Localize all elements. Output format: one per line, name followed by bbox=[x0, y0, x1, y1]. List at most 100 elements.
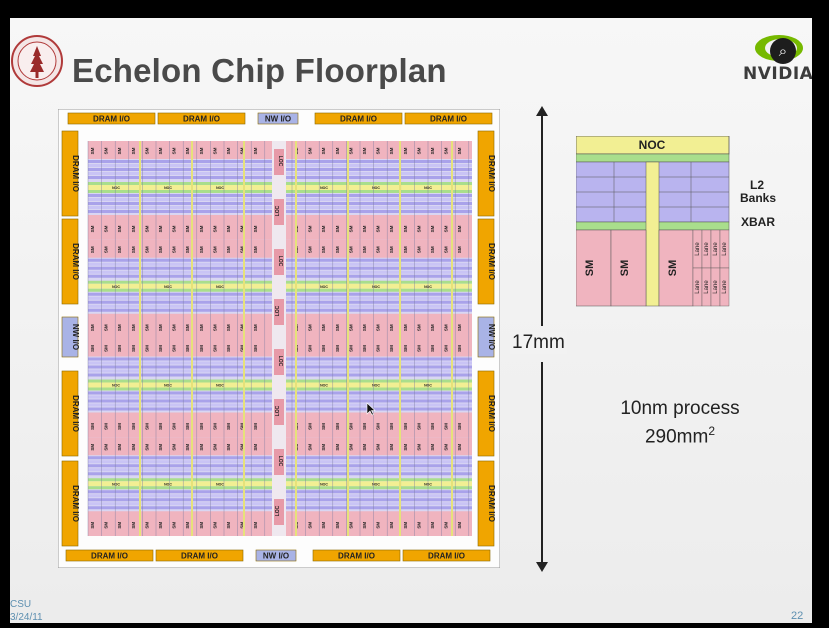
sm-label: SM bbox=[362, 444, 367, 451]
sm-label: SM bbox=[104, 147, 109, 154]
dram-io-block bbox=[61, 218, 79, 305]
sm-label: SM bbox=[226, 345, 231, 352]
loc-label: LOC bbox=[277, 256, 283, 267]
lane-label: Lane bbox=[713, 280, 719, 294]
sm-label: SM bbox=[158, 423, 163, 430]
sm-label: SM bbox=[430, 225, 435, 232]
sm-label: SM bbox=[457, 225, 462, 232]
sm-label: SM bbox=[348, 324, 353, 331]
io-label: DRAM I/O bbox=[340, 115, 377, 124]
zoom-icon[interactable]: ⌕ bbox=[770, 38, 796, 64]
sm-label: SM bbox=[144, 246, 149, 253]
sm-label: SM bbox=[389, 444, 394, 451]
sm-label: SM bbox=[444, 147, 449, 154]
footer-org: CSU bbox=[10, 599, 32, 610]
sm-label: SM bbox=[335, 147, 340, 154]
sm-label: SM bbox=[416, 522, 421, 529]
sm-label: SM bbox=[389, 522, 394, 529]
sm-label: SM bbox=[185, 522, 190, 529]
sm-label: SM bbox=[321, 324, 326, 331]
noc-label: NOC bbox=[372, 384, 380, 388]
dram-io-block bbox=[404, 112, 493, 125]
sm-label: SM bbox=[172, 225, 177, 232]
noc-label: NOC bbox=[424, 285, 432, 289]
sm-label: SM bbox=[212, 246, 217, 253]
sm-label: SM bbox=[253, 147, 258, 154]
sm-label: SM bbox=[185, 225, 190, 232]
sm-label: SM bbox=[90, 147, 95, 154]
sm-label: SM bbox=[226, 225, 231, 232]
nw-io-block bbox=[257, 112, 299, 125]
legend-sm-blocks: SM SM SM bbox=[576, 229, 694, 307]
sm-label: SM bbox=[199, 345, 204, 352]
slide-title: Echelon Chip Floorplan bbox=[72, 52, 447, 89]
dimension-arrow bbox=[536, 106, 548, 572]
sm-label: SM bbox=[430, 522, 435, 529]
io-label: DRAM I/O bbox=[487, 243, 496, 280]
io-label: DRAM I/O bbox=[91, 552, 128, 561]
noc-label: NOC bbox=[320, 482, 328, 486]
dram-io-block bbox=[61, 460, 79, 547]
loc-label: LOC bbox=[275, 405, 281, 416]
sm-label: SM bbox=[457, 345, 462, 352]
sm-label: SM bbox=[144, 444, 149, 451]
lane-label: Lane bbox=[722, 242, 728, 256]
io-label: DRAM I/O bbox=[183, 115, 220, 124]
sm-label: SM bbox=[403, 324, 408, 331]
noc-label: NOC bbox=[320, 186, 328, 190]
sm-label: SM bbox=[90, 522, 95, 529]
sm-label: SM bbox=[104, 225, 109, 232]
sm-label: SM bbox=[253, 345, 258, 352]
sm-label: SM bbox=[172, 444, 177, 451]
sm-label: SM bbox=[131, 345, 136, 352]
dram-io-block bbox=[477, 460, 495, 547]
loc-label: LOC bbox=[275, 205, 281, 216]
sm-label: SM bbox=[117, 324, 122, 331]
sm-label: SM bbox=[253, 444, 258, 451]
io-label: DRAM I/O bbox=[487, 395, 496, 432]
sm-label: SM bbox=[158, 246, 163, 253]
sm-label: SM bbox=[389, 345, 394, 352]
sm-label: SM bbox=[335, 444, 340, 451]
sm-label: SM bbox=[240, 444, 245, 451]
sm-label: SM bbox=[308, 444, 313, 451]
sm-label: SM bbox=[253, 246, 258, 253]
sm-label: SM bbox=[226, 444, 231, 451]
sm-label: SM bbox=[172, 345, 177, 352]
sm-label: SM bbox=[335, 246, 340, 253]
sm-label: SM bbox=[131, 444, 136, 451]
legend-noc: NOC bbox=[639, 138, 666, 152]
noc-label: NOC bbox=[216, 285, 224, 289]
sm-label: SM bbox=[158, 225, 163, 232]
sm-label: SM bbox=[416, 225, 421, 232]
sm-label: SM bbox=[444, 423, 449, 430]
dram-io-block bbox=[312, 549, 401, 562]
sm-label: SM bbox=[240, 246, 245, 253]
sm-label: SM bbox=[199, 324, 204, 331]
loc-label: LOC bbox=[277, 356, 283, 367]
sm-label: SM bbox=[403, 345, 408, 352]
sm-label: SM bbox=[131, 246, 136, 253]
noc-label: NOC bbox=[216, 384, 224, 388]
sm-label: SM bbox=[117, 345, 122, 352]
sm-label: SM bbox=[430, 423, 435, 430]
die-area: 290mm2 bbox=[644, 424, 716, 448]
noc-label: NOC bbox=[164, 384, 172, 388]
sm-label: SM bbox=[457, 444, 462, 451]
sm-label: SM bbox=[131, 522, 136, 529]
sm-label: SM bbox=[376, 345, 381, 352]
sm-label: SM bbox=[430, 345, 435, 352]
xbar-label: XBAR bbox=[741, 215, 776, 229]
sm-label: SM bbox=[172, 423, 177, 430]
noc-label: NOC bbox=[320, 285, 328, 289]
sm-label: SM bbox=[389, 324, 394, 331]
sm-label: SM bbox=[104, 522, 109, 529]
sm-label: SM bbox=[403, 522, 408, 529]
noc-label: NOC bbox=[164, 482, 172, 486]
sm-label: SM bbox=[321, 225, 326, 232]
sm-label: SM bbox=[199, 444, 204, 451]
sm-label: SM bbox=[253, 225, 258, 232]
sm-label: SM bbox=[430, 246, 435, 253]
